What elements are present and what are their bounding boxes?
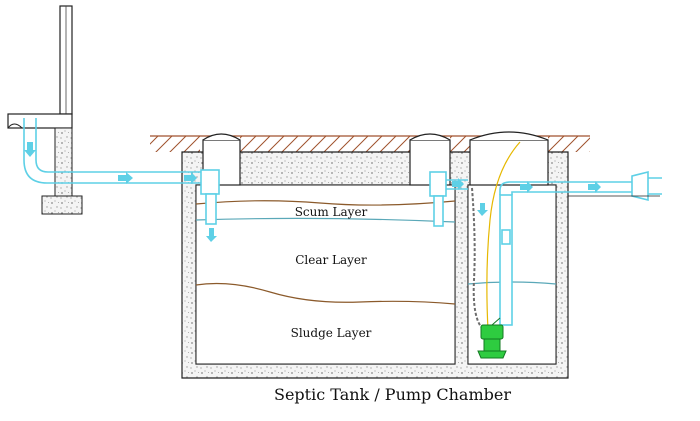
arrow-right-icon <box>588 181 601 193</box>
house-wall <box>7 5 73 129</box>
sludge-layer-label: Sludge Layer <box>291 326 372 340</box>
pump-chain <box>471 187 485 331</box>
arrow-down-icon <box>477 203 488 216</box>
arrow-right-icon <box>520 181 533 193</box>
pump-discharge-pipe <box>499 170 662 326</box>
clear-layer-label: Clear Layer <box>295 253 367 267</box>
inlet-pipe <box>23 118 203 184</box>
arrow-right-icon <box>118 172 133 184</box>
arrow-right-icon <box>452 178 464 190</box>
submersible-pump <box>477 317 507 359</box>
outlet-tee <box>429 171 468 227</box>
caption-text: Septic Tank / Pump Chamber <box>274 385 511 404</box>
sludge-layer-line <box>195 282 456 305</box>
float-cable <box>486 141 521 331</box>
arrow-down-icon <box>24 142 36 157</box>
pump-chamber-riser <box>469 131 549 186</box>
arrow-right-icon <box>184 172 197 184</box>
ground-soil <box>150 135 590 152</box>
house-foundation <box>41 127 83 215</box>
scum-layer-line <box>195 200 456 206</box>
scum-layer-label: Scum Layer <box>295 205 368 219</box>
inlet-tee <box>200 169 220 225</box>
water-surface-line <box>195 217 456 223</box>
arrow-down-icon <box>206 228 217 242</box>
diagram-caption: Septic Tank / Pump Chamber <box>0 385 700 404</box>
flow-arrows <box>24 142 601 242</box>
